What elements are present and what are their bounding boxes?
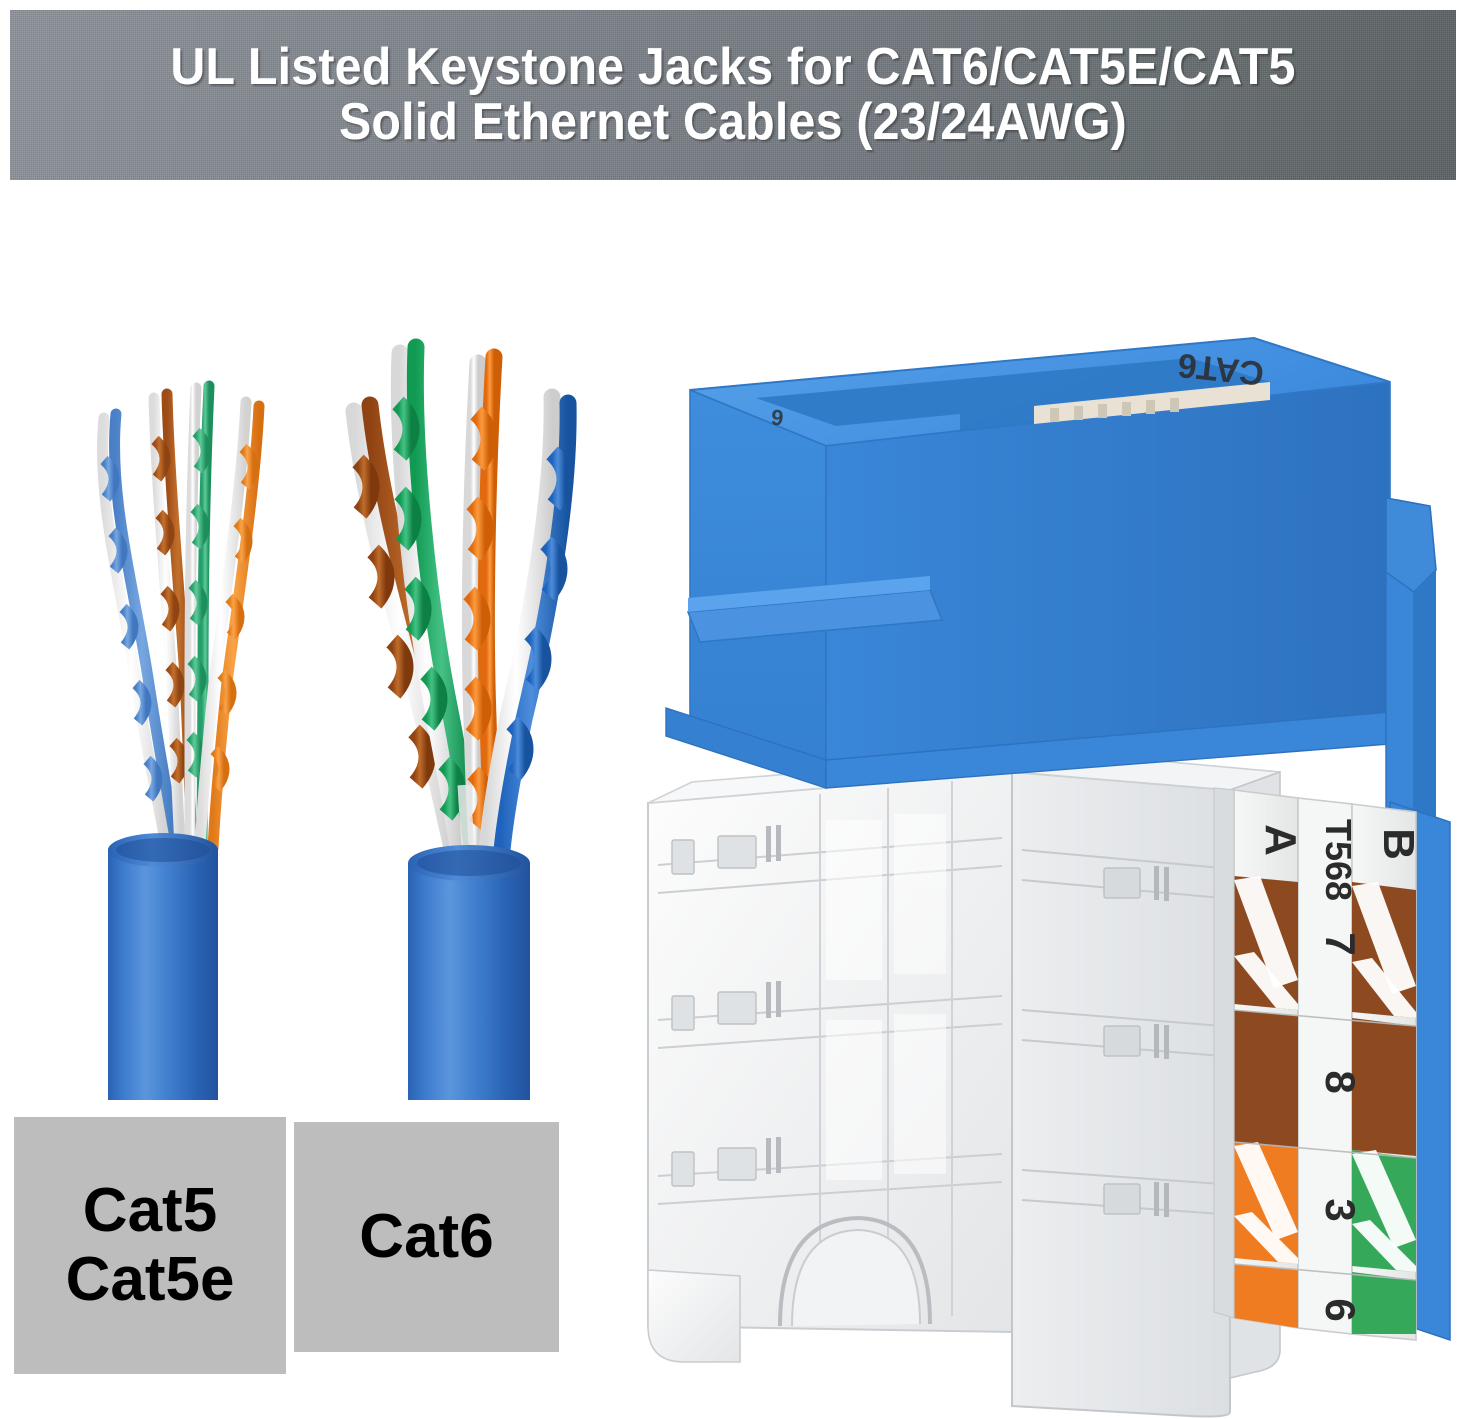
- page-title: UL Listed Keystone Jacks for CAT6/CAT5E/…: [170, 37, 1296, 151]
- swatch-a-pin7: [1234, 876, 1298, 1010]
- cat5-orange-pair: [194, 396, 265, 854]
- cat6-blue-pair: [477, 388, 577, 870]
- label-column-b-header: B: [1374, 828, 1423, 860]
- keystone-jack-illustration: CAT6 6: [630, 320, 1466, 1419]
- swatch-a-pin8: [1234, 1010, 1298, 1148]
- label-column-a-header: A: [1256, 824, 1305, 856]
- jack-blue-housing: CAT6 6: [665, 336, 1437, 874]
- label-pin-8: 8: [1317, 1070, 1364, 1093]
- header-banner: UL Listed Keystone Jacks for CAT6/CAT5E/…: [10, 10, 1456, 180]
- cat5-twisted-pairs: [97, 380, 265, 854]
- label-edge-strip: [1213, 787, 1235, 1319]
- cat5-blue-pair: [97, 408, 182, 852]
- label-cat6-text: Cat6: [359, 1201, 494, 1271]
- label-box-cat5: Cat5 Cat5e: [14, 1117, 286, 1374]
- swatch-b-pin7: [1352, 882, 1416, 1018]
- idc-clear-body: [647, 751, 1281, 1418]
- wiring-label-panel: A B T568 7 8 3 6: [1233, 789, 1451, 1342]
- label-standard-text: T568: [1318, 819, 1359, 901]
- label-pin-3: 3: [1317, 1198, 1364, 1221]
- cat6-cable-jacket: [408, 845, 530, 1100]
- label-cat5-text: Cat5 Cat5e: [65, 1176, 235, 1314]
- swatch-b-pin3: [1352, 1150, 1416, 1272]
- cat5-cable-illustration: [30, 290, 280, 1100]
- cat6-cable-illustration: [330, 285, 610, 1100]
- cat6-twisted-pairs: [345, 338, 577, 870]
- swatch-b-pin8: [1352, 1018, 1416, 1156]
- label-box-cat6: Cat6: [294, 1122, 559, 1352]
- cat5-cable-jacket: [108, 833, 218, 1100]
- swatch-b-pin6: [1352, 1272, 1416, 1334]
- swatch-a-pin6: [1234, 1264, 1298, 1328]
- swatch-a-pin3: [1234, 1142, 1298, 1264]
- label-pin-6: 6: [1317, 1298, 1364, 1321]
- cat6-emboss-label: CAT6: [1176, 346, 1266, 393]
- side-emboss-label: 6: [770, 404, 785, 430]
- label-pin-7: 7: [1317, 932, 1364, 955]
